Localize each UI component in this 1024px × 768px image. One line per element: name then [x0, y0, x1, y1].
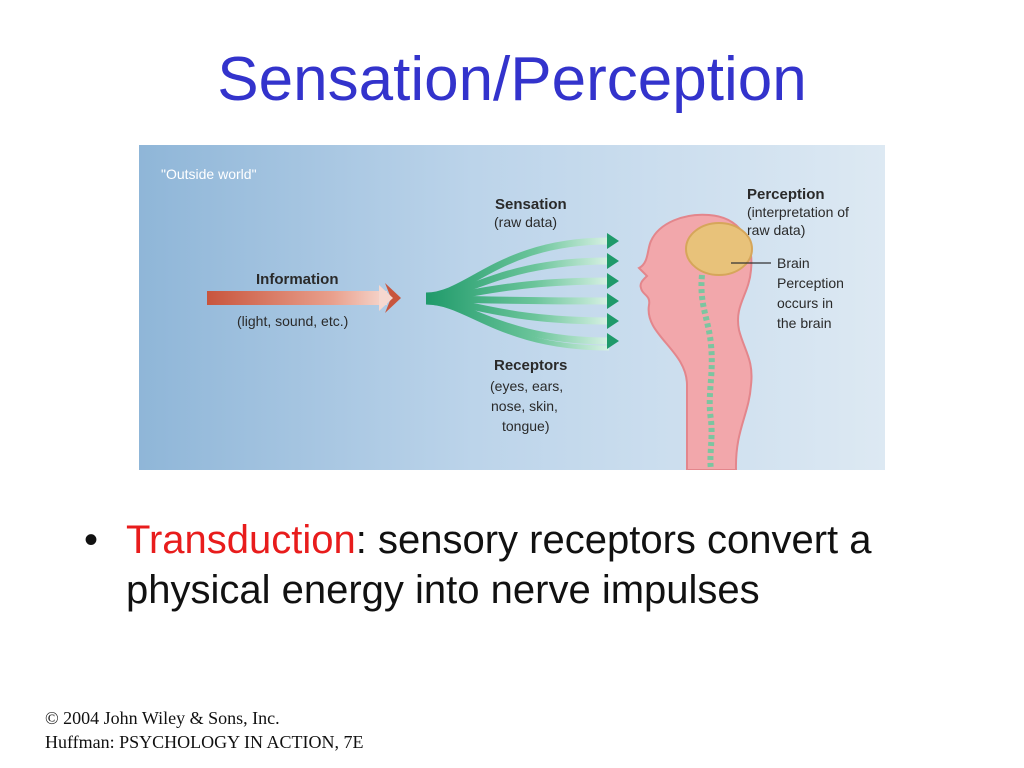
sensation-caption: (raw data) [494, 214, 557, 230]
receptors-title: Receptors [494, 357, 567, 374]
receptors-caption-line-2: nose, skin, [491, 398, 558, 414]
receptor-fan [425, 233, 619, 351]
bullet-term: Transduction [126, 518, 356, 562]
outside-world-label: "Outside world" [161, 166, 257, 182]
bullet-symbol: • [84, 518, 99, 562]
perception-caption-line-2: raw data) [747, 222, 805, 238]
sensation-perception-diagram: "Outside world" Information (light, soun… [139, 145, 885, 470]
sensation-title: Sensation [495, 196, 567, 213]
brain-label-line-4: the brain [777, 315, 831, 331]
receptors-caption-line-1: (eyes, ears, [490, 378, 563, 394]
spinal-cord [698, 274, 715, 470]
perception-title: Perception [747, 186, 825, 203]
information-caption: (light, sound, etc.) [237, 313, 348, 329]
bullet-text: Transduction: sensory receptors convert … [126, 515, 986, 615]
brain-label-line-3: occurs in [777, 295, 833, 311]
bullet-definition: : sensory receptors convert a physical e… [126, 518, 872, 612]
perception-caption-line-1: (interpretation of [747, 204, 849, 220]
information-title: Information [256, 271, 339, 288]
human-body-silhouette [637, 213, 753, 470]
information-arrow [207, 283, 401, 313]
footer-copyright: © 2004 John Wiley & Sons, Inc. Huffman: … [45, 706, 364, 754]
brain-shape [685, 222, 753, 276]
slide-title: Sensation/Perception [217, 45, 807, 114]
receptors-caption-line-3: tongue) [502, 418, 549, 434]
diagram-background [139, 145, 885, 470]
brain-label-line-1: Brain [777, 255, 810, 271]
footer-line-2: Huffman: PSYCHOLOGY IN ACTION, 7E [45, 732, 364, 752]
footer-line-1: © 2004 John Wiley & Sons, Inc. [45, 708, 280, 728]
brain-label-line-2: Perception [777, 275, 844, 291]
